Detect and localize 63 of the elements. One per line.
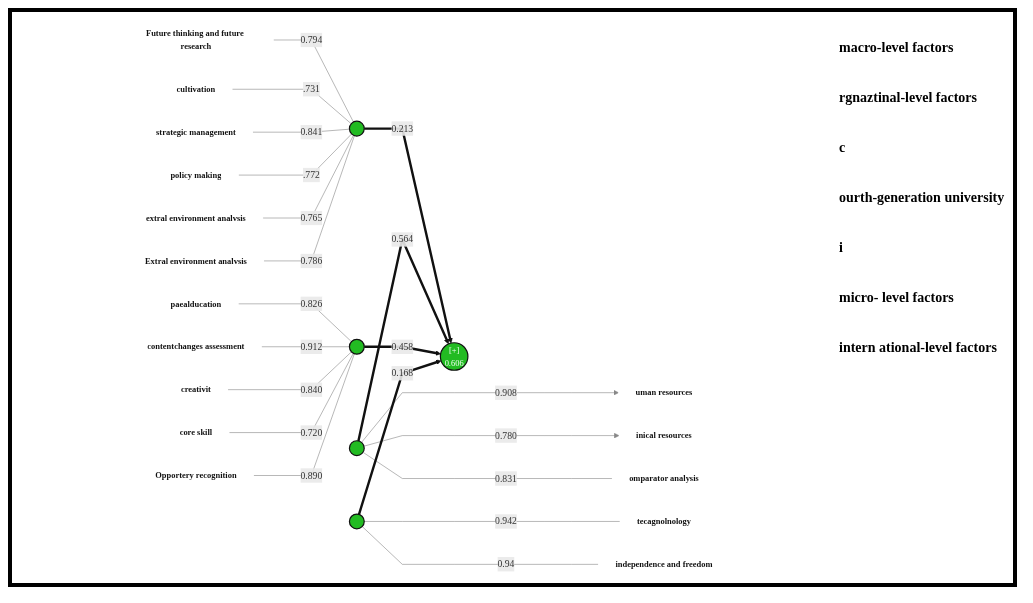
edge-label: .731 [302,83,320,95]
node-text: Extral environment analvsis [144,256,247,266]
node-text: creativit [180,385,211,395]
connector [231,88,352,125]
edge-label: 0.564 [391,234,414,245]
edge-label: 0.794 [300,34,323,45]
edge-label: 0.458 [391,341,414,352]
edge-label: 0.720 [300,427,323,438]
node-text: cultivation [176,84,216,94]
node-text: independence and freedom [615,559,713,569]
node-text: extral environment analvsis [145,213,246,223]
edge-label: 0.912 [300,341,323,352]
node-text: paealducation [170,299,222,309]
construct-label: c [839,140,847,156]
node-text: contentchanges assessment [147,342,245,352]
connector [272,39,354,123]
connector [362,451,613,479]
node-text: strategic management [156,127,236,137]
connector [238,133,352,176]
connector [361,526,599,565]
edge-label: 0.942 [495,516,517,527]
edge-label: 0.890 [300,470,323,481]
edge-label: 0.840 [300,384,323,395]
node-circle [348,120,365,137]
construct-label: ourth-generation university [839,190,1006,206]
construct-label: i [839,240,844,256]
node-text: Opportery recognition [155,470,237,481]
edge-label: 0.831 [495,473,517,484]
arrow [364,127,453,344]
edge-label: 0.168 [391,367,414,379]
connector [228,353,354,433]
edge-label: 0.841 [300,126,323,138]
edge-label: 0.786 [300,255,323,266]
node-text: omparator analysis [629,473,699,484]
edge-label: .772 [302,169,320,180]
construct-label: macro-level factors [839,40,955,56]
node-text: inical resources [636,431,692,441]
node-text: Future thinking and future research [145,29,244,51]
connector [263,135,355,262]
edge-label: 0.908 [495,387,517,398]
edge-label: 0.94 [497,558,515,570]
node-text: policy making [170,170,222,180]
construct-label: rgnaztinal-level factors [839,90,978,106]
edge-label: 0.826 [300,298,323,309]
node-circle [348,440,365,457]
arrow [364,345,441,356]
arrow [357,359,442,515]
connector [237,303,352,342]
node-circle: [+] 0.606 [439,342,469,371]
connector [227,351,352,390]
construct-label: intern ational-level factors [839,340,998,356]
node-text: tecagnolnology [636,516,691,526]
node-circle [348,338,365,355]
connector [363,521,621,522]
construct-label: micro- level factors [839,290,955,306]
connector [253,353,355,476]
edge-label: 0.213 [391,123,414,134]
connector [262,134,354,219]
node-text: uman resources [635,388,693,398]
edge-label: 0.780 [495,430,517,441]
edge-label: 0.765 [300,212,323,223]
node-circle [348,513,365,530]
node-text: core skill [179,428,213,438]
